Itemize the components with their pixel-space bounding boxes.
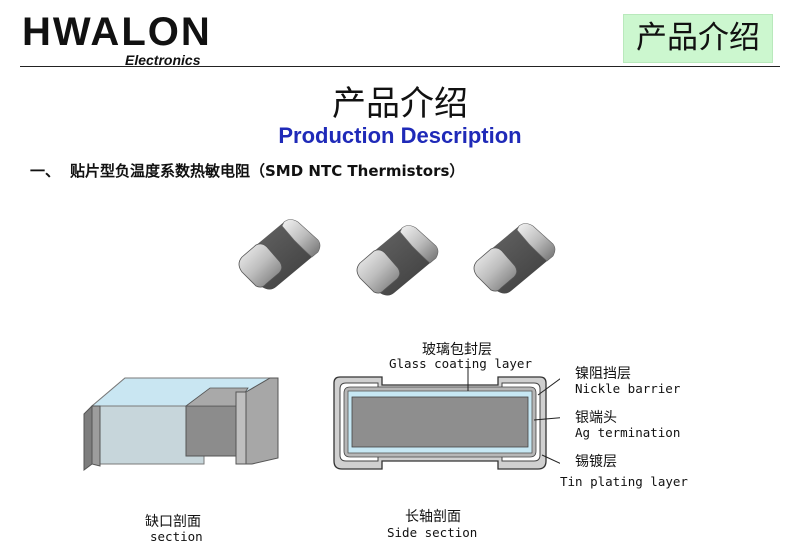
chip-photo-2 bbox=[356, 225, 439, 296]
page-title-english: Production Description bbox=[278, 123, 522, 148]
glass-coating-label-cn: 玻璃包封层 bbox=[422, 342, 492, 358]
logo-subtitle: Electronics bbox=[125, 52, 201, 68]
section-title: 贴片型负温度系数热敏电阻（SMD NTC Thermistors） bbox=[70, 162, 465, 180]
nickle-barrier-label-en: Nickle barrier bbox=[575, 381, 681, 396]
side-section-diagram bbox=[333, 367, 560, 470]
tin-plating-label-cn: 锡镀层 bbox=[575, 454, 617, 470]
header-divider bbox=[20, 66, 780, 67]
side-caption-cn: 长轴剖面 bbox=[405, 509, 461, 525]
section-number: 一、 bbox=[30, 162, 61, 180]
company-logo: HWALON Electronics bbox=[22, 10, 212, 68]
chip-photo-3 bbox=[473, 223, 556, 294]
section-caption-en: section bbox=[150, 529, 203, 544]
page-title-chinese: 产品介绍 bbox=[332, 84, 468, 124]
glass-coating-label-en: Glass coating layer bbox=[389, 356, 532, 371]
ag-termination-label-cn: 银端头 bbox=[575, 410, 617, 426]
logo-text: HWALON bbox=[22, 10, 212, 54]
side-caption-en: Side section bbox=[387, 525, 478, 540]
nickle-barrier-label-cn: 镍阻挡层 bbox=[575, 366, 631, 382]
corner-title-badge: 产品介绍 bbox=[623, 14, 773, 63]
notch-section-diagram bbox=[83, 377, 279, 471]
ag-termination-label-en: Ag termination bbox=[575, 425, 681, 440]
section-caption-cn: 缺口剖面 bbox=[145, 514, 201, 530]
tin-plating-label-en: Tin plating layer bbox=[560, 474, 688, 489]
section-heading: 一、贴片型负温度系数热敏电阻（SMD NTC Thermistors） bbox=[30, 160, 464, 181]
chip-photo-1 bbox=[238, 219, 321, 290]
